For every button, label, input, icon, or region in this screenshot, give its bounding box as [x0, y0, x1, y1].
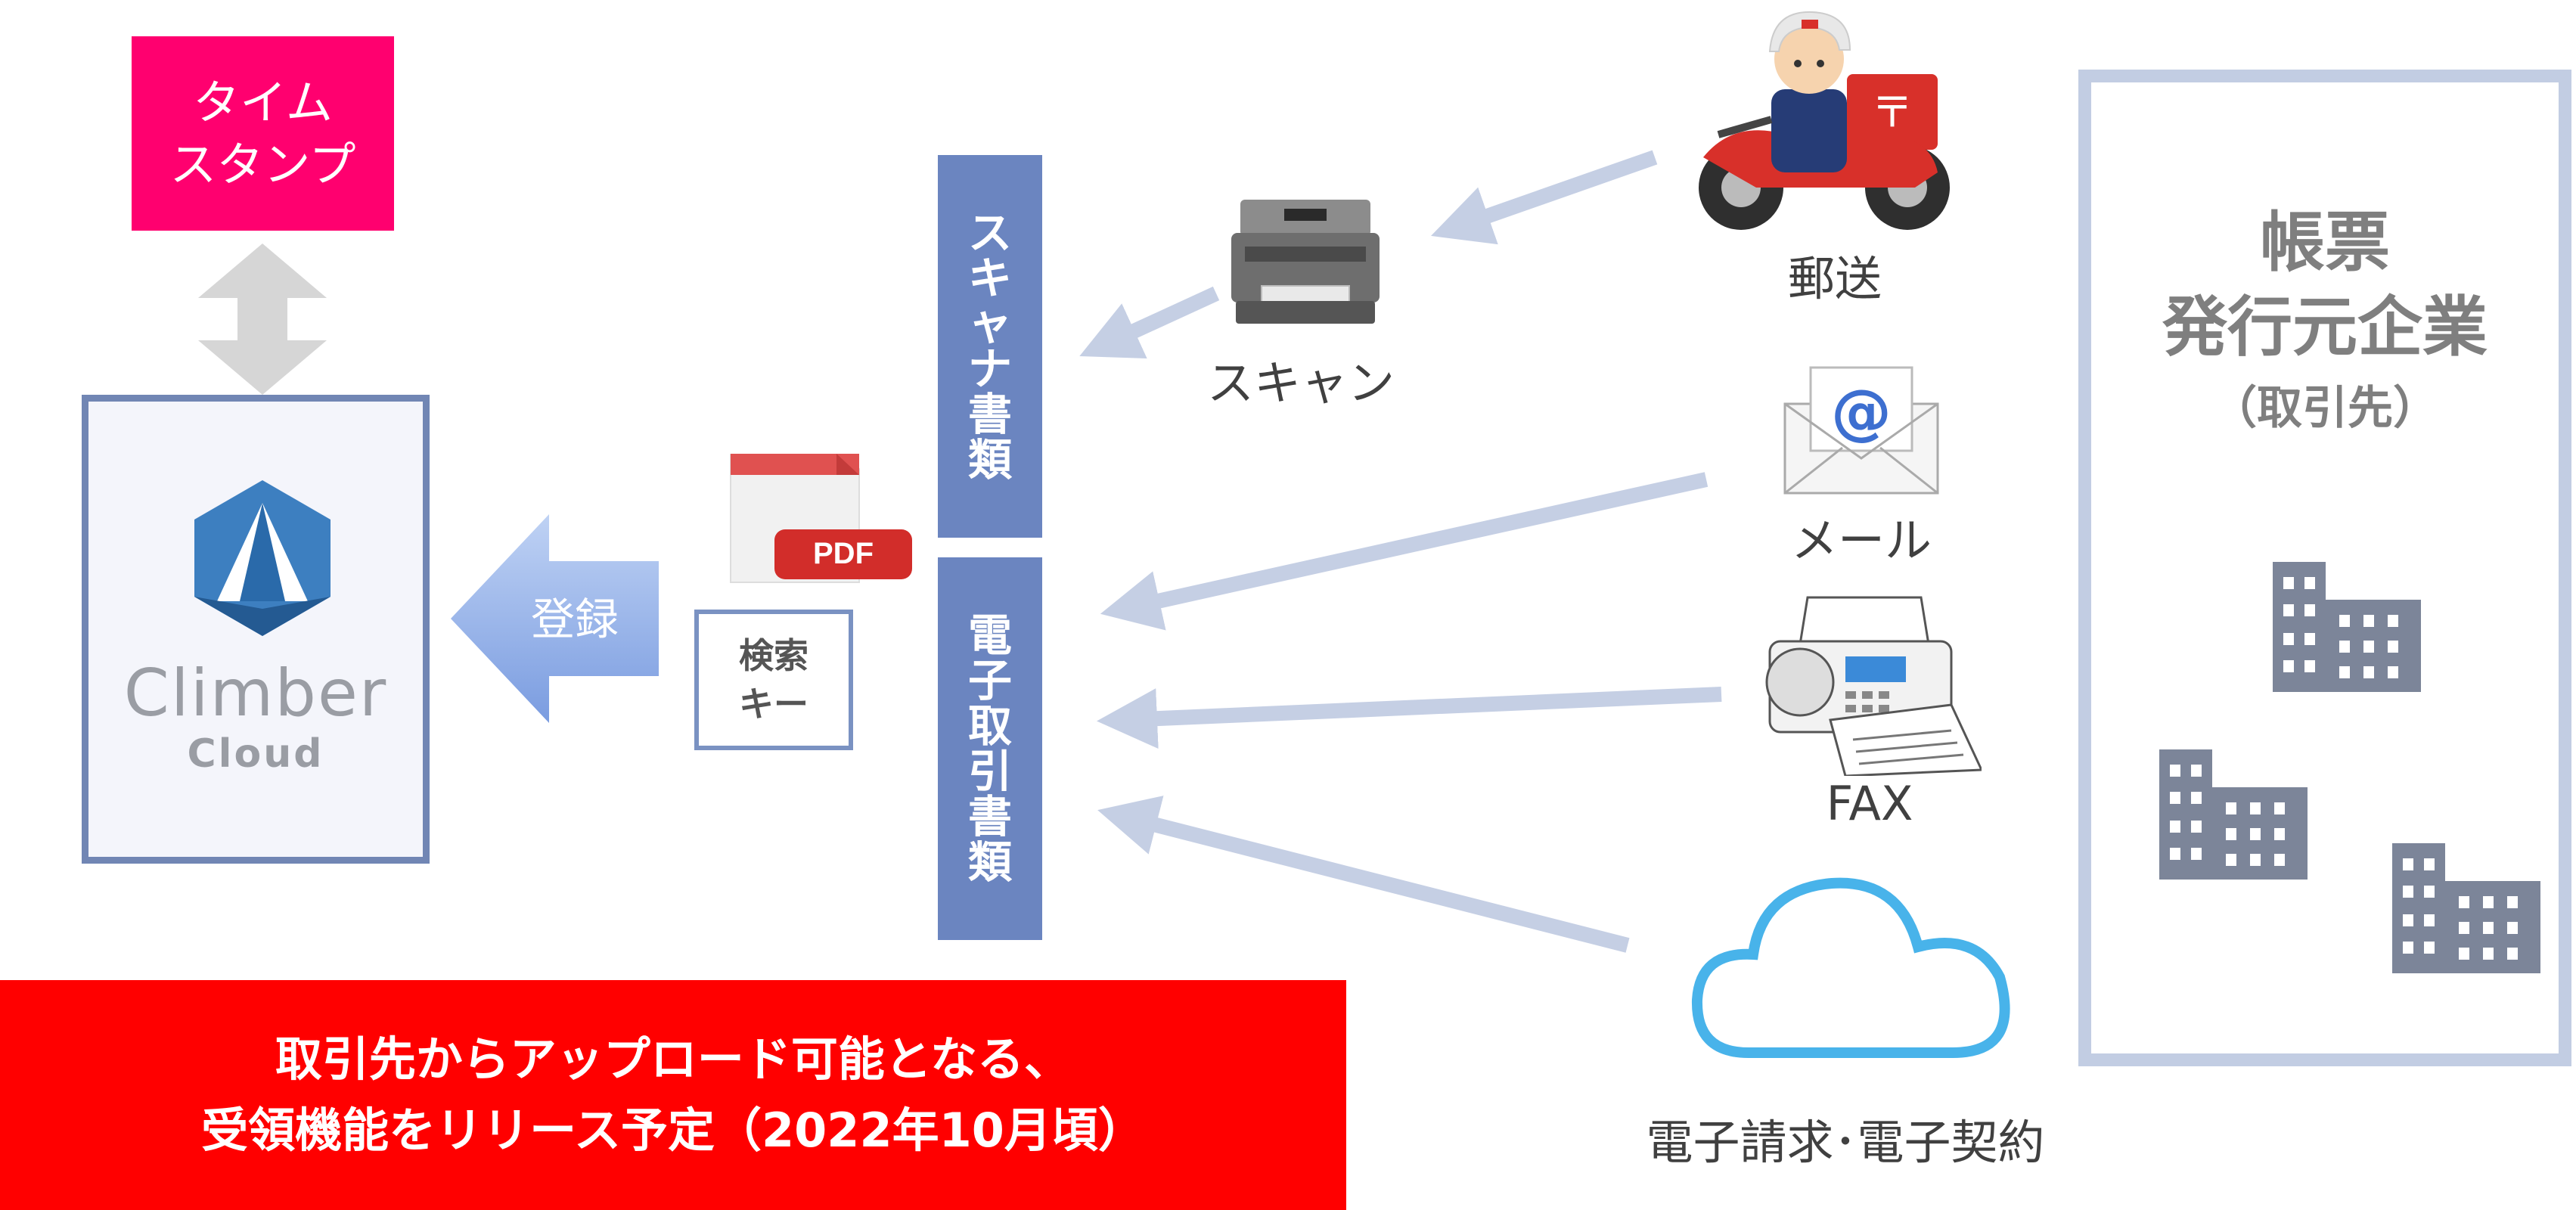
climber-sub: Cloud: [187, 731, 324, 777]
edoc-char: 取: [967, 700, 1012, 752]
pdf-label: PDF: [813, 537, 874, 570]
climber-cloud-box: Climber Cloud: [82, 395, 430, 864]
scanner-icon: [1231, 200, 1380, 324]
double-arrow-icon: [198, 244, 327, 395]
building-icon: [2159, 749, 2308, 880]
timestamp-line2: スタンプ: [169, 136, 356, 192]
scanner-docs-char: 類: [967, 434, 1012, 486]
edoc-char: 書: [967, 791, 1012, 842]
postman-scooter-icon: 〒: [1699, 11, 1950, 230]
climber-logo-icon: [194, 480, 331, 636]
arrow-email-to-bar: [1100, 472, 1709, 631]
notice-line1: 取引先からアップロード可能となる、: [275, 1032, 1072, 1087]
channel-einvoice-label: 電子請求･電子契約: [1646, 1115, 2045, 1170]
register-label: 登録: [530, 594, 619, 645]
register-arrow-icon: [451, 514, 659, 723]
scanner-docs-char: キ: [967, 253, 1012, 304]
svg-text:〒: 〒: [1871, 88, 1913, 138]
building-icon: [2273, 562, 2421, 692]
arrow-post-to-scanner: [1431, 150, 1658, 245]
edoc-char: 引: [967, 746, 1012, 797]
arrow-scanner-to-bar: [1079, 286, 1220, 358]
issuer-title: 帳票 発行元企業: [2091, 200, 2559, 370]
svg-text:@: @: [1831, 377, 1892, 447]
notice-line2: 受領機能をリリース予定（2022年10月頃）: [201, 1103, 1145, 1158]
climber-name: Climber: [123, 656, 388, 731]
search-key-line1: 検索: [739, 635, 808, 676]
arrow-fax-to-bar: [1097, 687, 1722, 749]
email-envelope-icon: @: [1783, 366, 1939, 495]
arrow-cloud-to-bar: [1097, 796, 1630, 953]
edoc-char: 電: [967, 610, 1012, 661]
issuer-title-line1: 帳票: [2260, 205, 2390, 281]
release-notice-box: 取引先からアップロード可能となる、 受領機能をリリース予定（2022年10月頃）: [0, 980, 1346, 1210]
issuer-company-box: 帳票 発行元企業 （取引先）: [2078, 70, 2571, 1066]
issuer-title-line2: 発行元企業: [2162, 290, 2488, 365]
cloud-icon: [1691, 877, 2010, 1058]
issuer-subtitle: （取引先）: [2211, 382, 2438, 435]
electronic-documents-bar: 電 子 取 引 書 類: [938, 557, 1042, 940]
channel-email-label: メール: [1790, 513, 1932, 568]
scanner-documents-bar: ス キ ャ ナ 書 類: [938, 155, 1042, 538]
scanner-docs-char: ャ: [967, 298, 1012, 349]
search-key-box: 検索 キー: [694, 610, 853, 750]
channel-scan-label: スキャン: [1207, 355, 1395, 411]
timestamp-line1: タイム: [193, 74, 333, 130]
scanner-docs-char: ナ: [967, 343, 1012, 395]
scanner-docs-char: 書: [967, 389, 1012, 440]
timestamp-box: タイム スタンプ: [132, 36, 394, 231]
edoc-char: 類: [967, 836, 1012, 888]
edoc-char: 子: [967, 655, 1012, 706]
channel-post-label: 郵送: [1787, 251, 1882, 306]
pdf-icon: PDF: [730, 454, 912, 583]
search-key-line2: キー: [739, 684, 808, 724]
fax-machine-icon: [1765, 596, 1982, 776]
channel-fax-label: FAX: [1826, 776, 1913, 831]
scanner-docs-char: ス: [967, 207, 1012, 259]
building-icon: [2392, 843, 2540, 973]
